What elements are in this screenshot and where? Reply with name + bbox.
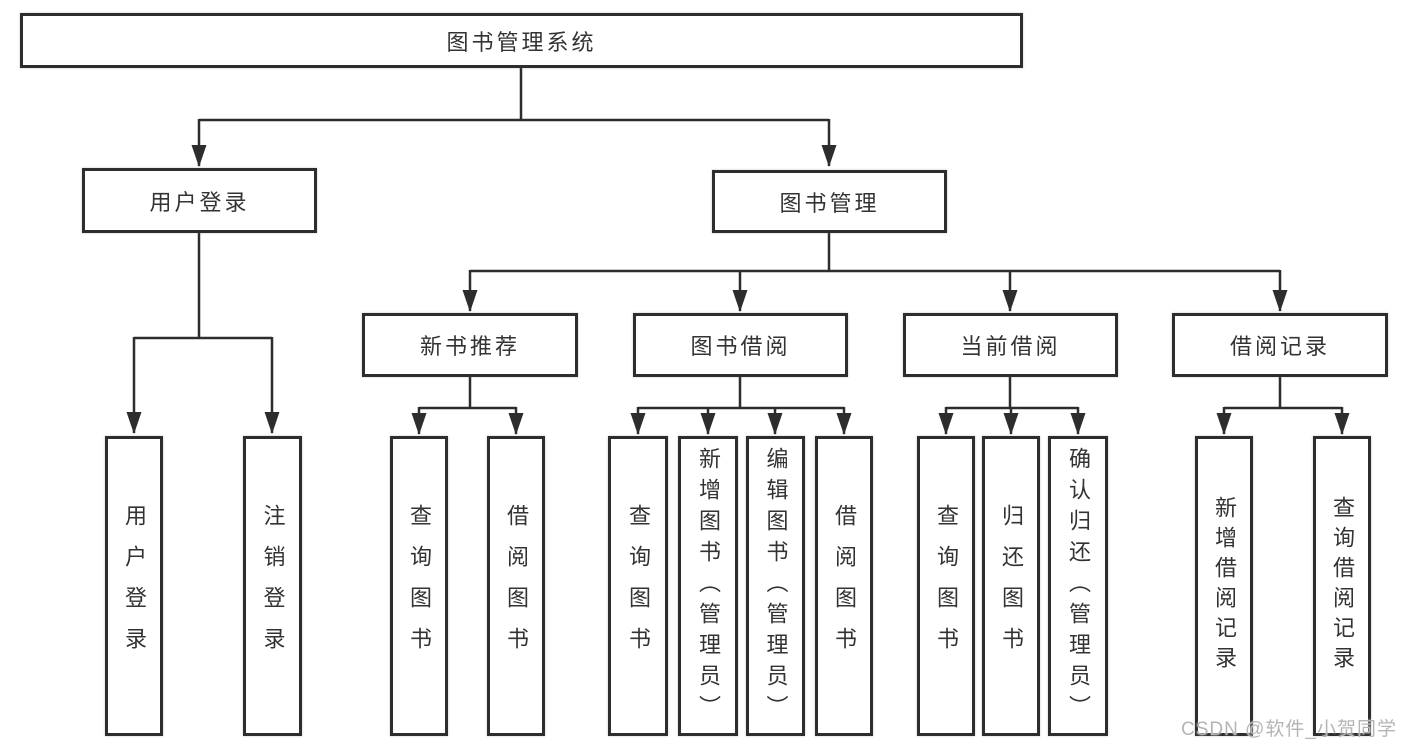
leaf-add-books-admin-label: 新增图书（管理员） bbox=[696, 446, 721, 726]
leaf-return-books: 归还图书 bbox=[982, 436, 1040, 736]
connector-book-borrow-children bbox=[630, 377, 852, 435]
connector-root-to-level1 bbox=[191, 68, 837, 167]
connector-book-mgmt-children bbox=[462, 233, 1288, 312]
node-new-book-recommend: 新书推荐 bbox=[362, 313, 578, 377]
node-book-borrow: 图书借阅 bbox=[633, 313, 848, 377]
node-current-borrow: 当前借阅 bbox=[903, 313, 1118, 377]
leaf-logout-label: 注销登录 bbox=[260, 504, 286, 668]
node-root-label: 图书管理系统 bbox=[446, 29, 597, 55]
leaf-edit-books-admin-label: 编辑图书（管理员） bbox=[763, 446, 789, 726]
node-book-management-label: 图书管理 bbox=[779, 190, 880, 216]
leaf-newbook-query-books: 查询图书 bbox=[390, 436, 448, 736]
node-root: 图书管理系统 bbox=[20, 13, 1023, 68]
node-borrow-records: 借阅记录 bbox=[1172, 313, 1388, 377]
leaf-borrow-query-books-label: 查询图书 bbox=[626, 504, 651, 668]
leaf-user-login: 用户登录 bbox=[105, 436, 163, 736]
leaf-confirm-return-admin: 确认归还（管理员） bbox=[1048, 436, 1108, 736]
leaf-borrow-query-books: 查询图书 bbox=[608, 436, 668, 736]
node-new-book-recommend-label: 新书推荐 bbox=[419, 334, 520, 359]
leaf-current-query-books-label: 查询图书 bbox=[934, 504, 959, 668]
node-book-management: 图书管理 bbox=[712, 170, 947, 233]
csdn-watermark: CSDN @软件_小贺同学 bbox=[1181, 719, 1397, 740]
leaf-add-books-admin: 新增图书（管理员） bbox=[678, 436, 738, 736]
node-current-borrow-label: 当前借阅 bbox=[960, 334, 1061, 359]
leaf-newbook-borrow-books-label: 借阅图书 bbox=[504, 504, 529, 668]
leaf-borrow-books: 借阅图书 bbox=[815, 436, 873, 736]
leaf-confirm-return-admin-label: 确认归还（管理员） bbox=[1066, 446, 1091, 726]
connector-current-borrow-children bbox=[938, 377, 1086, 435]
leaf-return-books-label: 归还图书 bbox=[999, 504, 1024, 668]
leaf-newbook-borrow-books: 借阅图书 bbox=[487, 436, 545, 736]
leaf-edit-books-admin: 编辑图书（管理员） bbox=[746, 436, 805, 736]
connector-user-login-children bbox=[126, 233, 280, 434]
leaf-newbook-query-books-label: 查询图书 bbox=[407, 504, 432, 668]
node-user-login: 用户登录 bbox=[82, 168, 317, 233]
leaf-borrow-books-label: 借阅图书 bbox=[832, 504, 857, 668]
node-borrow-records-label: 借阅记录 bbox=[1229, 334, 1330, 359]
leaf-logout: 注销登录 bbox=[243, 436, 302, 736]
node-user-login-label: 用户登录 bbox=[149, 189, 250, 215]
leaf-add-borrow-record: 新增借阅记录 bbox=[1195, 436, 1253, 736]
connector-new-book-children bbox=[411, 377, 524, 435]
node-book-borrow-label: 图书借阅 bbox=[690, 334, 791, 359]
leaf-query-borrow-record-label: 查询借阅记录 bbox=[1330, 496, 1355, 676]
leaf-add-borrow-record-label: 新增借阅记录 bbox=[1212, 496, 1237, 676]
connector-borrow-records-children bbox=[1216, 377, 1350, 435]
leaf-current-query-books: 查询图书 bbox=[917, 436, 975, 736]
leaf-query-borrow-record: 查询借阅记录 bbox=[1313, 436, 1371, 736]
leaf-user-login-label: 用户登录 bbox=[122, 504, 147, 668]
